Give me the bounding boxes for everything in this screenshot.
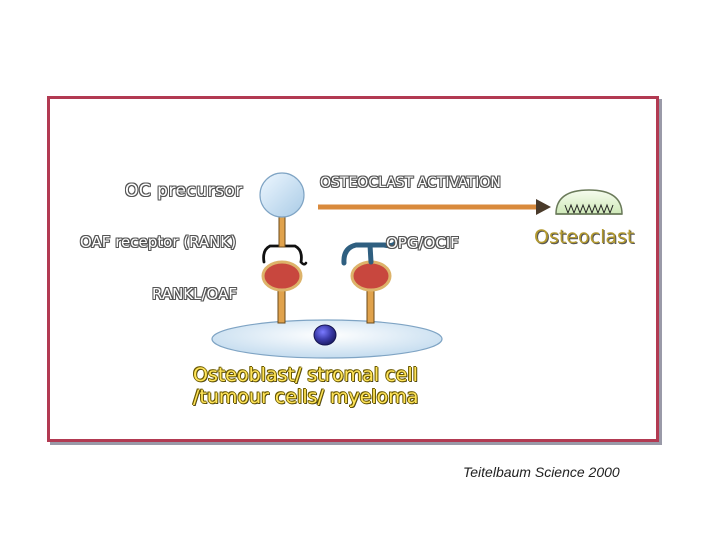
cell-nucleus: [313, 324, 337, 346]
rank-receptor: [262, 244, 303, 264]
osteoclast-label: Osteoclast: [534, 226, 635, 248]
oc-precursor-label: OC precursor: [125, 181, 243, 201]
osteoblast-label: Osteoblast/ stromal cell /tumour cells/ …: [193, 364, 418, 408]
opg-ocif-label: OPG/OCIF: [386, 234, 459, 252]
precursor-stalk: [278, 213, 286, 248]
rank-receptor-hook: [299, 260, 308, 266]
activation-arrow-head: [536, 199, 551, 215]
osteoblast-label-line2: /tumour cells/ myeloma: [193, 386, 419, 408]
osteoclast-activation-label: OSTEOCLAST ACTIVATION: [320, 175, 501, 191]
osteoclast-cell: [555, 189, 623, 215]
osteoclast-ruffled-border: [564, 203, 614, 215]
oc-precursor-cell: [259, 172, 305, 218]
oaf-receptor-label: OAF receptor (RANK): [80, 233, 237, 251]
opg-ocif-arm: [367, 242, 374, 265]
rankl-ligand-right: [350, 260, 392, 292]
rankl-oaf-label: RANKL/OAF: [152, 285, 237, 303]
osteoblast-label-line1: Osteoblast/ stromal cell: [193, 364, 418, 386]
rankl-ligand: [261, 260, 303, 292]
citation: Teitelbaum Science 2000: [463, 464, 620, 480]
